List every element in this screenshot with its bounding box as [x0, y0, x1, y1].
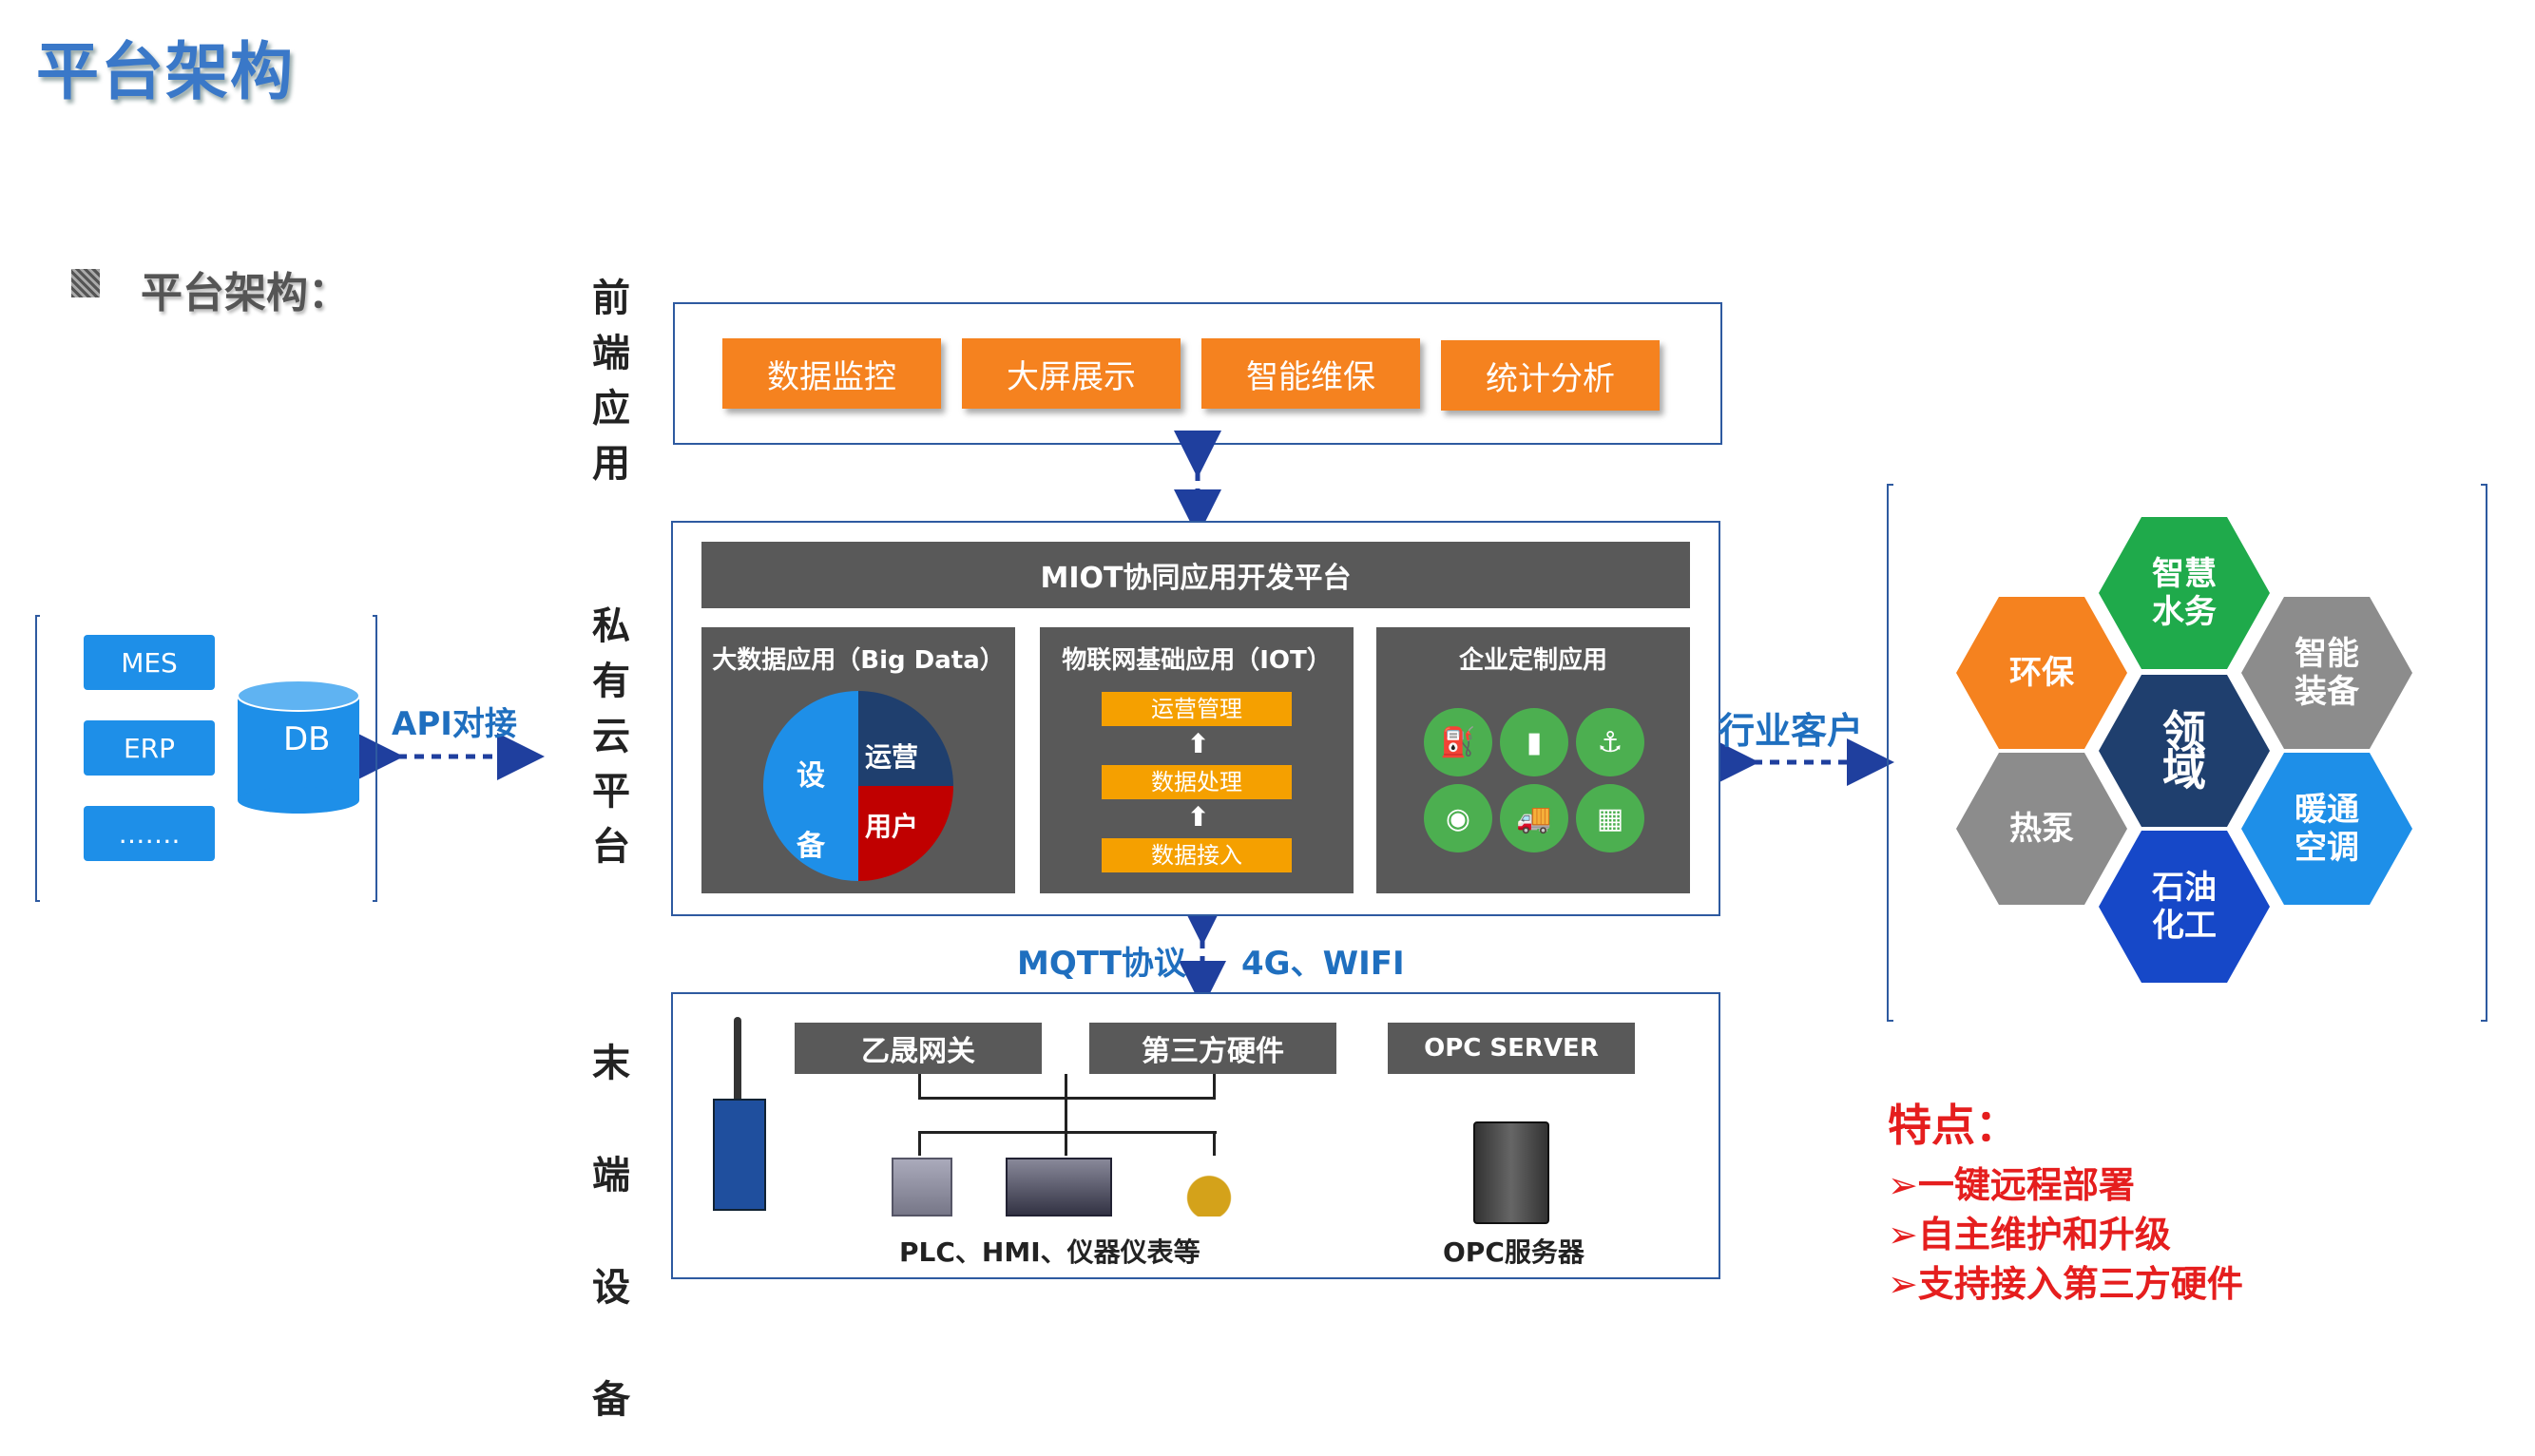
- robot-arm-icon: [1179, 1154, 1239, 1217]
- iot-step-processing: 数据处理: [1102, 765, 1292, 799]
- gateway-box: 乙晟网关: [795, 1023, 1042, 1074]
- layer-label-front: 前端应用: [592, 277, 630, 486]
- erp-box: ERP: [84, 720, 215, 776]
- iot-panel: 物联网基础应用（IOT） 运营管理 ⬆ 数据处理 ⬆ 数据接入: [1040, 627, 1354, 893]
- feature-item: ➢自主维护和升级: [1888, 1214, 2171, 1255]
- domain-hex-petro: 石油化工: [2099, 831, 2270, 983]
- tree-line: [918, 1074, 921, 1097]
- arrow-up-icon: ⬆: [1187, 728, 1210, 759]
- domain-hex-heatpump: 热泵: [1956, 753, 2127, 905]
- network-label: 4G、WIFI: [1241, 945, 1405, 983]
- iot-header: 物联网基础应用（IOT）: [1062, 646, 1332, 675]
- server-tower-icon: [1473, 1121, 1549, 1224]
- domain-label-heatpump: 热泵: [2009, 810, 2074, 848]
- domain-hex-center: 领域: [2099, 675, 2270, 827]
- pie-slice-user: [858, 786, 953, 881]
- arrow-up-icon: ⬆: [1187, 801, 1210, 833]
- iot-step-ingest: 数据接入: [1102, 838, 1292, 872]
- plc-icon: [892, 1158, 952, 1217]
- pie-label-device: 设备: [797, 759, 825, 863]
- plc-caption: PLC、HMI、仪器仪表等: [899, 1236, 1200, 1268]
- pie-slice-operation: [858, 691, 953, 786]
- enterprise-panel: 企业定制应用 ⛽ ▮ ⚓ ◉ 🚚 ▦: [1376, 627, 1690, 893]
- oil-rig-icon: ⚓: [1576, 708, 1644, 776]
- bullet-square-icon: [71, 269, 100, 297]
- front-button-maintenance[interactable]: 智能维保: [1201, 338, 1420, 409]
- tank-icon: ◉: [1424, 784, 1492, 853]
- hmi-machine-icon: [1006, 1158, 1112, 1217]
- tree-line: [918, 1097, 1216, 1100]
- enterprise-header: 企业定制应用: [1458, 646, 1607, 675]
- tanker-truck-icon: 🚚: [1500, 784, 1568, 853]
- bigdata-panel: 大数据应用（Big Data） 设备 运营 用户: [701, 627, 1015, 893]
- tree-line: [918, 1131, 1217, 1134]
- domain-label-petro: 石油化工: [2152, 869, 2217, 945]
- features-title: 特点：: [1888, 1100, 2019, 1151]
- domain-hex-water: 智慧水务: [2099, 517, 2270, 669]
- db-label: DB: [283, 720, 331, 758]
- layer-label-device: 末端设备: [592, 1042, 630, 1422]
- gateway-device-icon: [713, 1017, 766, 1211]
- domain-label-center: 领域: [2162, 706, 2206, 795]
- industry-label: 行业客户: [1719, 710, 1864, 752]
- opc-server-box: OPC SERVER: [1388, 1023, 1635, 1074]
- domain-label-equipment: 智能装备: [2295, 635, 2359, 711]
- third-party-box: 第三方硬件: [1089, 1023, 1336, 1074]
- page-title: 平台架构: [36, 35, 295, 108]
- domain-hex-equipment: 智能装备: [2241, 597, 2412, 749]
- pie-label-operation: 运营: [865, 741, 919, 773]
- front-button-big-screen[interactable]: 大屏展示: [962, 338, 1181, 409]
- tree-line: [1065, 1131, 1067, 1156]
- mes-box: MES: [84, 635, 215, 690]
- tree-line: [1213, 1131, 1216, 1156]
- domain-label-env: 环保: [2009, 654, 2074, 692]
- db-cylinder-icon: [237, 680, 360, 814]
- refinery-icon: ▦: [1576, 784, 1644, 853]
- layer-label-cloud: 私有云平台: [592, 604, 630, 869]
- tree-line: [1065, 1074, 1067, 1131]
- more-systems-box: …….: [84, 806, 215, 861]
- bigdata-pie-chart: [763, 691, 953, 881]
- pie-label-user: 用户: [865, 811, 919, 842]
- opc-caption: OPC服务器: [1443, 1236, 1584, 1268]
- front-button-data-monitor[interactable]: 数据监控: [722, 338, 941, 409]
- bigdata-header: 大数据应用（Big Data）: [712, 646, 1005, 675]
- feature-item: ➢一键远程部署: [1888, 1164, 2135, 1206]
- iot-step-operation: 运营管理: [1102, 692, 1292, 726]
- section-label: 平台架构：: [141, 269, 350, 317]
- domain-label-water: 智慧水务: [2152, 555, 2217, 631]
- oil-pump-icon: ⛽: [1424, 708, 1492, 776]
- barrel-icon: ▮: [1500, 708, 1568, 776]
- front-button-statistics[interactable]: 统计分析: [1441, 340, 1660, 411]
- domain-label-hvac: 暖通空调: [2295, 791, 2359, 867]
- pie-slice-device: [763, 691, 858, 881]
- platform-title-bar: MIOT协同应用开发平台: [701, 542, 1690, 608]
- connector-arrows: [35, 431, 2487, 1022]
- feature-item: ➢支持接入第三方硬件: [1888, 1263, 2243, 1305]
- mqtt-label: MQTT协议: [1017, 945, 1186, 983]
- tree-line: [918, 1131, 921, 1156]
- domain-hex-hvac: 暖通空调: [2241, 753, 2412, 905]
- tree-line: [1213, 1074, 1216, 1097]
- domain-hex-env: 环保: [1956, 597, 2127, 749]
- api-label: API对接: [392, 705, 517, 743]
